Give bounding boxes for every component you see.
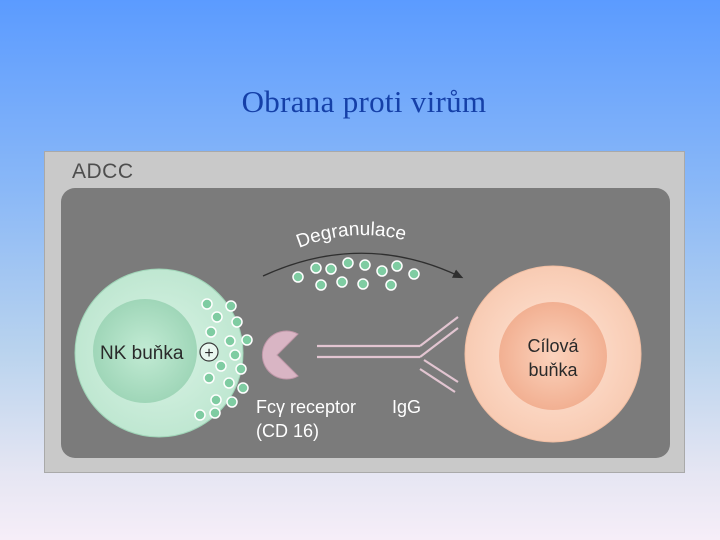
degranulation-arrow [262,252,464,279]
receptor-label-line2: (CD 16) [256,421,319,441]
svg-text:+: + [204,345,213,362]
released-granules [292,257,420,291]
figure-label: ADCC [72,160,134,183]
nk-cell-label: NK buňka [100,343,184,364]
antibody-label: IgG [392,397,421,417]
target-cell-label-line1: Cílová [527,336,579,356]
adcc-diagram: NK buňka + Degranulace [74,219,642,443]
target-cell [464,265,642,443]
nk-nucleus [93,299,197,403]
nk-cell [74,268,244,438]
degranulation-label: Degranulace [294,219,409,253]
plus-icon: + [199,342,219,362]
receptor-label-line1: Fcγ receptor [256,397,356,417]
slide-title: Obrana proti virům [241,84,487,119]
fc-receptor [261,330,299,380]
adcc-figure: ADCC [44,151,685,473]
nk-granules [194,298,253,421]
target-cell-label-line2: buňka [528,360,578,380]
igg-antibody [317,316,459,393]
target-nucleus [499,302,607,410]
